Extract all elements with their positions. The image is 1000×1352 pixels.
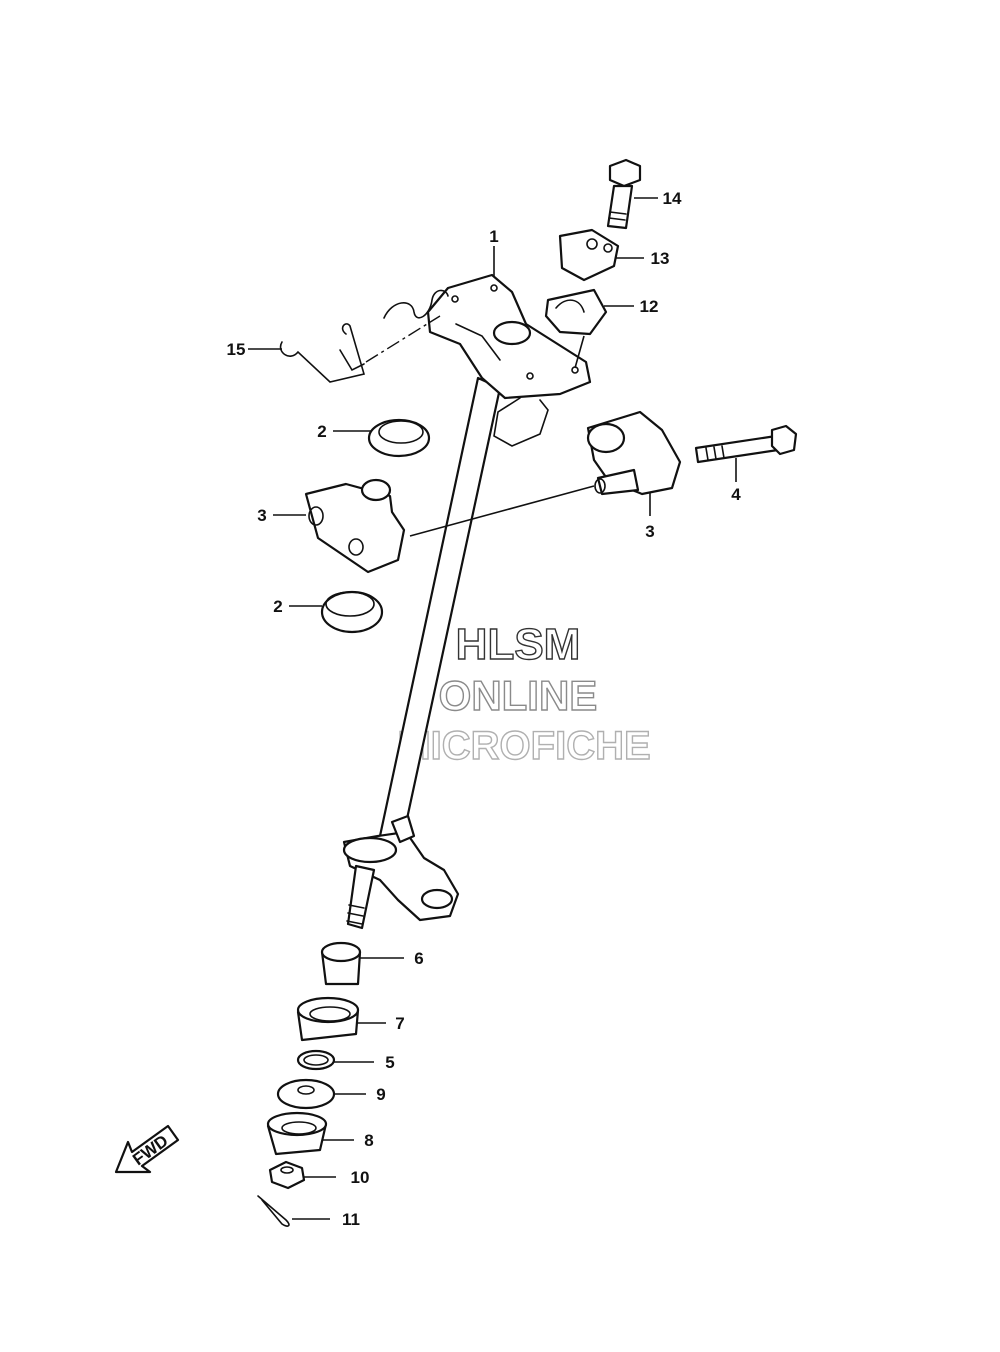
callout-2b: 2	[273, 597, 282, 616]
callout-2a: 2	[317, 422, 326, 441]
bracket-hole	[526, 372, 534, 380]
part-14-bolt	[606, 158, 642, 230]
part-9-washer	[276, 1078, 336, 1110]
callout-3a: 3	[257, 506, 266, 525]
callout-8: 8	[364, 1131, 373, 1150]
bolt-4-thread	[705, 445, 725, 461]
bottom-collar	[342, 836, 398, 864]
callout-7: 7	[395, 1014, 404, 1033]
shaft-tip	[346, 864, 376, 930]
spring-clip-body	[279, 323, 366, 383]
watermark: HLSM ONLINE MICROFICHE	[397, 619, 652, 768]
callout-15: 15	[227, 340, 246, 359]
clamp-12-body	[544, 288, 608, 336]
o-ring-5-outer	[296, 1049, 336, 1071]
part-2-bushing-lower	[320, 590, 384, 634]
collar-7-inner	[309, 1006, 351, 1022]
collar-7-top	[296, 996, 360, 1024]
clamp-12-saddle	[555, 299, 585, 313]
cotter-pin-11	[257, 1195, 290, 1227]
part-10-nut	[268, 1160, 306, 1190]
clamp-13-hole	[603, 243, 613, 253]
part-5-o-ring	[296, 1049, 336, 1071]
part-12-lower-clamp	[544, 288, 608, 369]
bracket-3-right-eye	[586, 422, 626, 454]
nut-10-hole	[280, 1166, 294, 1174]
bolt-4-head	[770, 424, 798, 456]
callout-12: 12	[640, 297, 659, 316]
clamp-12-guide	[574, 335, 585, 369]
part-15-spring-clip	[279, 289, 449, 383]
shaft-thread	[346, 904, 365, 925]
callout-3b: 3	[645, 522, 654, 541]
bolt-14-shank	[606, 184, 634, 230]
bracket-3-left-hole	[348, 538, 364, 556]
clamp-13-hole	[586, 238, 598, 250]
callout-14: 14	[663, 189, 682, 208]
bracket-boss	[492, 320, 532, 346]
part-11-cotter-pin	[257, 1195, 290, 1227]
steering-shaft-assembly	[342, 273, 592, 930]
callout-1: 1	[489, 227, 498, 246]
clamp-13-body	[558, 228, 620, 282]
fwd-arrow-icon: FWD	[114, 1124, 180, 1174]
part-7-collar	[296, 996, 360, 1042]
o-ring-5-inner	[303, 1054, 329, 1066]
bolt-14-head	[608, 158, 642, 188]
fwd-arrow-shape	[114, 1124, 180, 1174]
washer-9-hole	[297, 1085, 315, 1095]
part-8-cup	[266, 1111, 328, 1156]
bracket-3-left-boss	[360, 478, 392, 502]
spring-guide-line	[365, 315, 441, 363]
cup-8-inner	[281, 1121, 317, 1135]
bushing-2-outer	[367, 418, 431, 458]
spring-clip-arrow	[339, 349, 365, 372]
callout-9: 9	[376, 1085, 385, 1104]
spring-coil	[383, 289, 449, 319]
bracket-3-left-hole	[308, 506, 324, 526]
part-2-bushing-upper	[367, 418, 431, 458]
bracket-hole	[451, 295, 459, 303]
bottom-bracket-eye	[420, 888, 454, 910]
nut-10-body	[268, 1160, 306, 1190]
bracket-3-right-hole	[594, 478, 606, 494]
bracket-guide-line	[409, 485, 595, 537]
part-13-upper-clamp	[558, 228, 620, 282]
callout-4: 4	[731, 485, 741, 504]
part-6-sleeve	[320, 941, 362, 986]
bottom-tab	[390, 814, 416, 844]
bolt-14-thread	[608, 211, 627, 221]
part-3-bracket-left	[304, 478, 406, 574]
watermark-line-3: MICROFICHE	[397, 724, 650, 768]
callouts: 1 2 2 3 3 4 5 6 7 8 9 10 11 12 13 14 15	[227, 189, 742, 1229]
callout-5: 5	[385, 1053, 394, 1072]
callout-13: 13	[651, 249, 670, 268]
callout-11: 11	[342, 1210, 360, 1229]
sleeve-6-top	[320, 941, 362, 963]
bushing-2b-inner	[325, 591, 375, 617]
part-4-bolt	[694, 424, 798, 464]
bracket-3-right-sleeve	[596, 468, 640, 496]
watermark-line-2: ONLINE	[439, 672, 598, 719]
callout-10: 10	[351, 1168, 370, 1187]
watermark-line-1: HLSM	[456, 620, 581, 669]
wire-loop	[493, 397, 549, 447]
bracket-edge	[455, 323, 501, 361]
part-3-bracket-right	[586, 410, 682, 496]
callout-6: 6	[414, 949, 423, 968]
bushing-2-inner	[378, 420, 424, 444]
cup-8-top	[266, 1111, 328, 1137]
bracket-hole	[490, 284, 498, 292]
bracket-3-left-body	[304, 482, 406, 574]
